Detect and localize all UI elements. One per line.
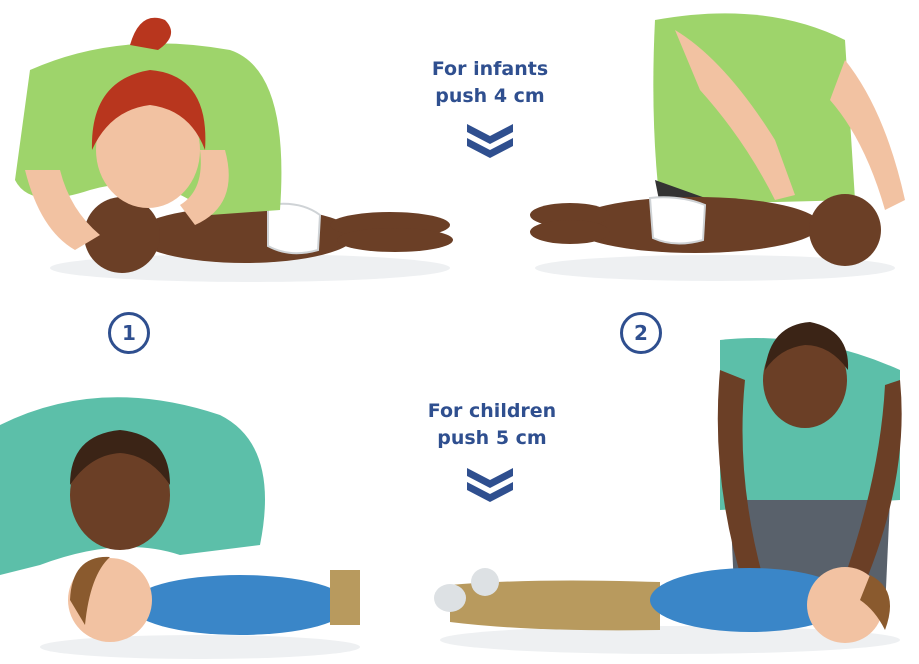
infant-breaths-illustration — [0, 0, 460, 300]
infant-caption-depth: push 4 cm — [380, 83, 600, 110]
child-breaths-illustration — [0, 385, 360, 664]
infant-caption: For infants push 4 cm — [380, 56, 600, 110]
child-caption-title: For children — [372, 398, 612, 425]
chevron-down-icon — [465, 466, 515, 504]
child-caption-depth: push 5 cm — [372, 425, 612, 452]
step-2-badge: 2 — [620, 312, 662, 354]
chevron-down-icon — [465, 122, 515, 160]
infant-caption-title: For infants — [380, 56, 600, 83]
step-1-badge: 1 — [108, 312, 150, 354]
child-caption: For children push 5 cm — [372, 398, 612, 452]
infant-compression-illustration — [525, 0, 919, 300]
